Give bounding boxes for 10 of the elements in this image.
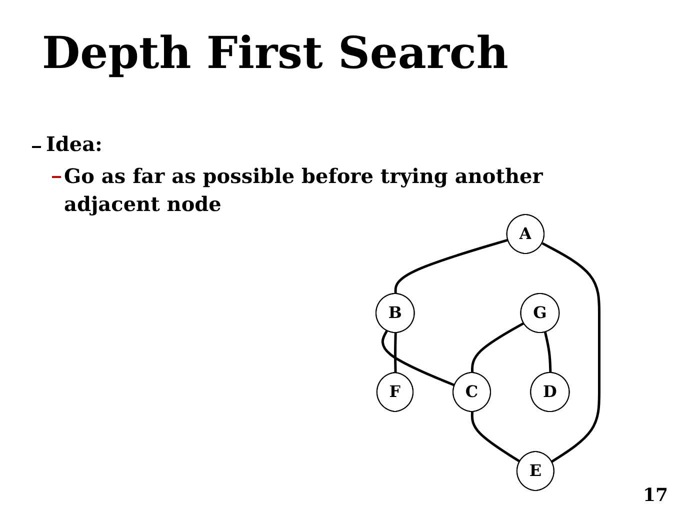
page-number: 17 [642,485,668,506]
connector [470,322,524,374]
connector [544,332,552,374]
slide-title: Depth First Search [42,28,508,79]
connector [542,242,600,463]
bullet-text: Idea: [46,132,102,156]
connector [394,332,397,374]
connector [470,412,521,463]
connector [381,330,456,387]
connector [394,238,508,294]
